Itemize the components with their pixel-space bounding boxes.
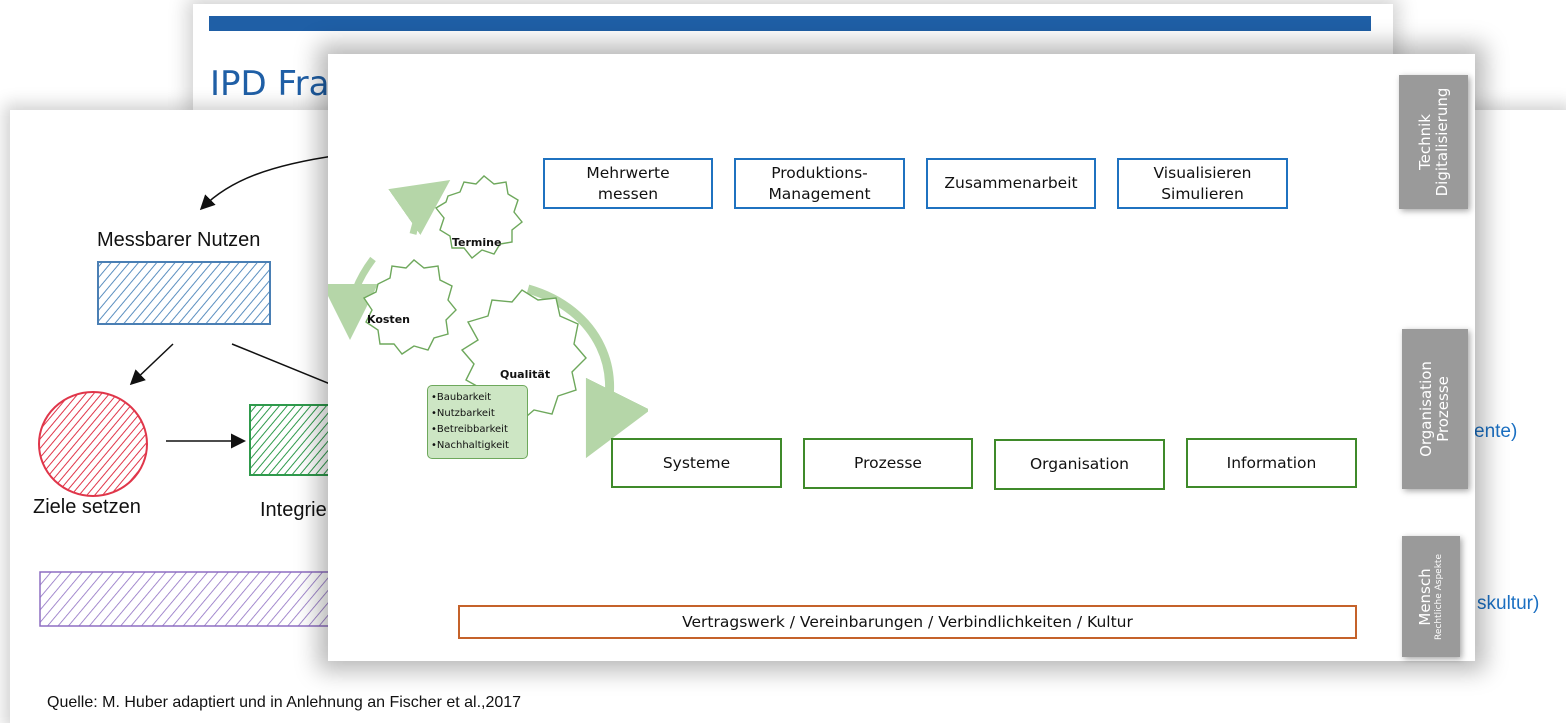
box-zusammenarbeit: Zusammenarbeit <box>926 158 1096 209</box>
gear-termine-label: Termine <box>452 236 502 249</box>
side-label-organisation: Organisation Prozesse <box>1402 329 1468 489</box>
source-citation: Quelle: M. Huber adaptiert und in Anlehn… <box>47 694 522 711</box>
box-line: Management <box>768 184 871 203</box>
framework-slide: Termine Kosten Qualität •Baubarkeit •Nut… <box>328 54 1475 661</box>
label-fragment-ente: ente) <box>1474 421 1518 442</box>
sketch-arrow-left <box>129 343 174 386</box>
quality-item: •Baubarkeit <box>431 392 492 403</box>
label-integrie: Integrie <box>260 499 327 521</box>
label-fragment-skultur: skultur) <box>1477 593 1540 614</box>
box-organisation: Organisation <box>994 439 1165 490</box>
gear-qualitaet-label: Qualität <box>500 368 551 381</box>
sketch-arrow-right <box>231 343 341 389</box>
ipd-slide-title: IPD Fra <box>210 64 330 104</box>
title-accent-bar <box>209 16 1371 31</box>
gear-kosten-label: Kosten <box>367 313 410 326</box>
quality-item: •Betreibbarkeit <box>431 424 508 435</box>
sketch-curved-arrow <box>199 154 341 211</box>
box-line: Mehrwerte <box>586 163 670 182</box>
label-messbarer-nutzen: Messbarer Nutzen <box>97 229 261 251</box>
box-line: Produktions- <box>771 163 868 182</box>
quality-item: •Nutzbarkeit <box>431 408 495 419</box>
quality-item: •Nachhaltigkeit <box>431 440 509 451</box>
side-label-mensch: Mensch Rechtliche Aspekte <box>1402 536 1460 657</box>
quality-criteria-list: •Baubarkeit •Nutzbarkeit •Betreibbarkeit… <box>427 385 528 459</box>
gear-kosten <box>362 259 457 355</box>
sketch-red-scribble <box>38 391 148 497</box>
foundation-bar: Vertragswerk / Vereinbarungen / Verbindl… <box>458 605 1357 639</box>
arrow-kosten <box>328 256 379 340</box>
gear-termine <box>434 175 523 259</box>
box-produktions-management: Produktions- Management <box>734 158 905 209</box>
arrow-termine <box>388 179 451 236</box>
box-line: messen <box>597 184 659 203</box>
sketch-purple-scribble <box>39 571 341 627</box>
box-systeme: Systeme <box>611 438 782 488</box>
side-label-line: Organisation <box>1416 361 1435 457</box>
side-label-technik: Technik Digitalisierung <box>1399 75 1468 209</box>
box-mehrwerte-messen: Mehrwerte messen <box>543 158 713 209</box>
side-label-line: Prozesse <box>1434 376 1452 442</box>
side-label-line: Technik <box>1415 114 1434 170</box>
box-prozesse: Prozesse <box>803 438 973 489</box>
side-label-line: Digitalisierung <box>1432 87 1451 197</box>
label-ziele-setzen: Ziele setzen <box>33 496 141 518</box>
side-label-line: Rechtliche Aspekte <box>1434 553 1445 640</box>
box-information: Information <box>1186 438 1357 488</box>
side-label-line: Mensch <box>1416 567 1435 626</box>
sketch-blue-scribble <box>97 261 271 325</box>
box-line: Zusammenarbeit <box>944 174 1078 193</box>
box-line: Simulieren <box>1161 184 1244 203</box>
box-line: Visualisieren <box>1153 163 1252 182</box>
